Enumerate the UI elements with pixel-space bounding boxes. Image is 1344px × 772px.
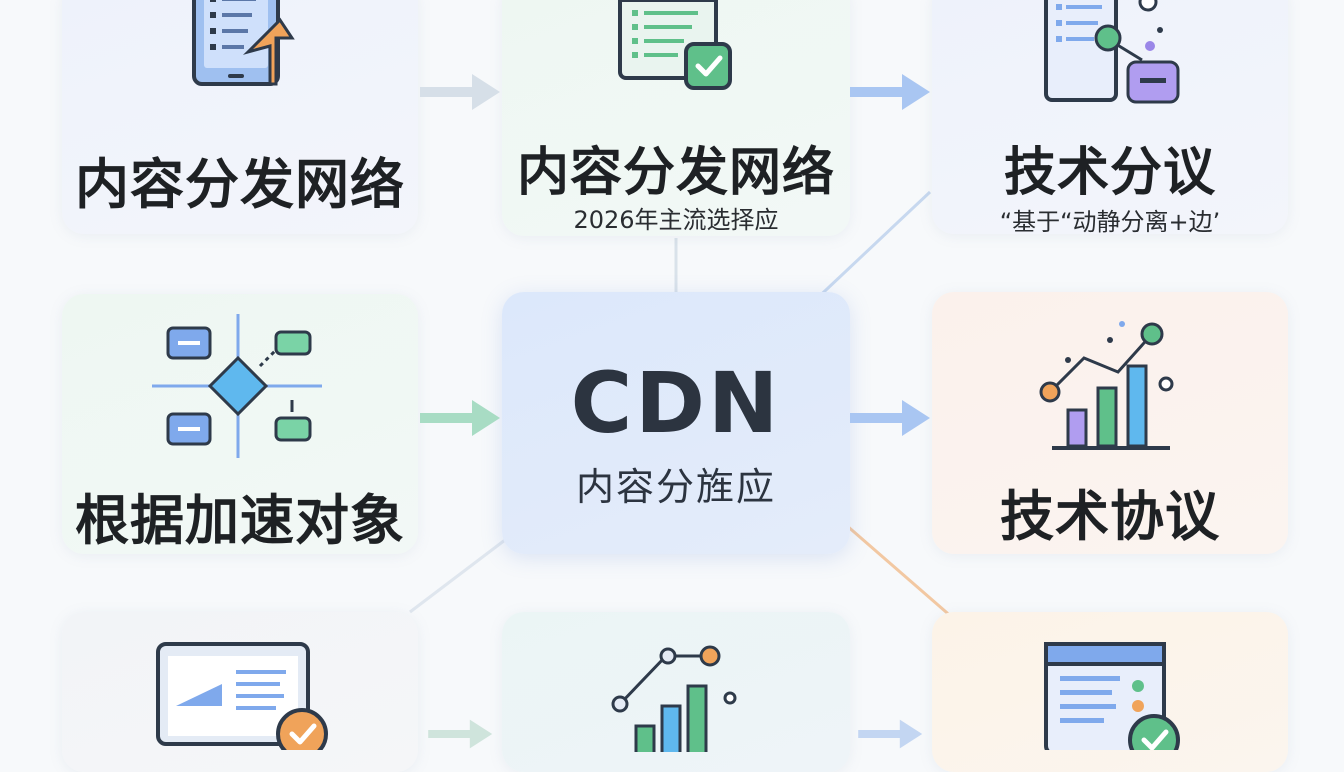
arrow-right-icon (420, 74, 500, 110)
flowchart-icon (152, 314, 322, 458)
connector-line (409, 538, 506, 614)
card-bottom-left (62, 612, 418, 772)
card-top-right: 技术分议 “基于“动静分离+边’ (932, 0, 1288, 236)
browser-check-icon (1044, 642, 1180, 750)
document-network-icon (1044, 0, 1180, 104)
arrow-right-icon (420, 400, 500, 436)
card-subtitle: 2026年主流选择应 (573, 206, 779, 234)
card-title: 根据加速对象 (75, 489, 405, 552)
cdn-subtitle: 内容分旌应 (575, 465, 776, 509)
card-title: 内容分发网络 (516, 143, 835, 203)
card-center-cdn: CDN 内容分旌应 (502, 292, 850, 554)
monitor-check-icon (156, 642, 328, 750)
rising-bar-chart-icon (1039, 321, 1174, 450)
card-top-left: 内容分发网络 (62, 0, 418, 234)
arrow-right-icon (850, 400, 930, 436)
tablet-document-icon (192, 0, 295, 86)
card-bottom-right (932, 612, 1288, 772)
card-top-center: 内容分发网络 2026年主流选择应 (502, 0, 850, 236)
card-bottom-center (502, 612, 850, 772)
card-mid-right: 技术协议 (932, 292, 1288, 554)
arrow-right-icon (858, 719, 923, 749)
arrow-right-icon (850, 74, 930, 110)
card-title: 技术分议 (1003, 143, 1216, 203)
checklist-document-icon (618, 0, 732, 90)
card-subtitle: “基于“动静分离+边’ (999, 208, 1221, 236)
cdn-title: CDN (570, 354, 782, 452)
diagram-stage: 内容分发网络 内容分发网络 2026年主流选择应 (62, 0, 1288, 772)
bar-chart-icon (611, 645, 737, 752)
arrow-right-icon (428, 719, 493, 749)
card-title: 内容分发网络 (75, 153, 405, 216)
card-title: 技术协议 (1000, 485, 1220, 548)
card-mid-left: 根据加速对象 (62, 294, 418, 554)
